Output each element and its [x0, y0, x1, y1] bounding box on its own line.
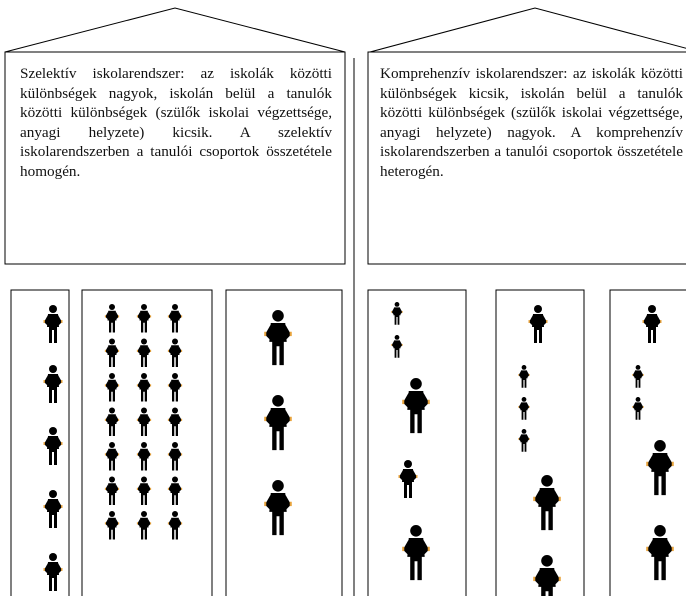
right-text-box [367, 51, 686, 265]
student-figure [167, 442, 183, 471]
left-student-figures [43, 304, 292, 591]
student-figure [136, 442, 152, 471]
student-figure [104, 511, 120, 540]
student-figure [43, 305, 63, 343]
student-figure [402, 525, 430, 581]
right-school-column-2 [495, 289, 585, 596]
student-figure [104, 338, 120, 367]
left-text-box [4, 51, 346, 265]
student-figure [167, 476, 183, 505]
student-figure [104, 407, 120, 436]
student-figure [264, 480, 292, 536]
student-figure [167, 304, 183, 333]
left-school-column-2 [81, 289, 213, 596]
student-figure [136, 338, 152, 367]
student-figure [398, 460, 418, 498]
student-figure [167, 407, 183, 436]
student-figure [136, 407, 152, 436]
student-figure [104, 476, 120, 505]
student-figure [167, 373, 183, 402]
student-figure [104, 304, 120, 333]
student-figure [43, 553, 63, 591]
student-figure [43, 365, 63, 403]
left-school-column-1 [10, 289, 70, 596]
student-figure [136, 373, 152, 402]
student-figure [167, 511, 183, 540]
left-panel [4, 7, 346, 596]
left-school-column-3 [225, 289, 343, 596]
student-figure [646, 525, 674, 581]
student-figure [642, 305, 662, 343]
comprehensive-system-description: Komprehenzív iskolarendszer: az iskolák … [380, 65, 683, 180]
selective-system-description: Szelektív iskolarendszer: az iskolák köz… [20, 65, 332, 180]
student-figure [264, 395, 292, 451]
student-figure [632, 397, 644, 420]
right-panel [367, 7, 686, 596]
right-roof [369, 7, 686, 53]
student-figure [391, 302, 403, 325]
right-school-column-3 [609, 289, 686, 596]
student-figure [136, 511, 152, 540]
right-student-figures [391, 302, 674, 596]
student-figure [104, 442, 120, 471]
student-figure [264, 310, 292, 366]
student-figure [646, 440, 674, 496]
student-figure [43, 490, 63, 528]
student-figure [104, 373, 120, 402]
student-figure [518, 397, 530, 420]
student-figure [136, 476, 152, 505]
student-figure [402, 378, 430, 434]
student-figure [136, 304, 152, 333]
student-figure [43, 427, 63, 465]
student-figure [533, 475, 561, 531]
student-figure [167, 338, 183, 367]
student-figure [533, 555, 561, 596]
student-figure [391, 335, 403, 358]
student-figure [632, 365, 644, 388]
left-roof [4, 7, 346, 53]
student-figure [518, 365, 530, 388]
student-figure [528, 305, 548, 343]
student-figure [518, 429, 530, 452]
right-school-column-1 [367, 289, 467, 596]
